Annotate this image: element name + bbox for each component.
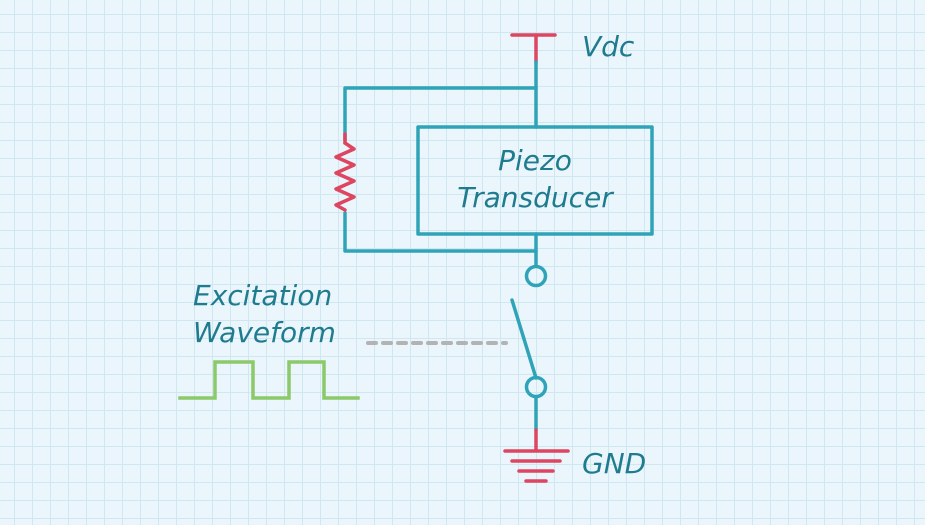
square-wave-icon bbox=[178, 360, 360, 400]
parallel-branch-bottom-wire bbox=[343, 211, 538, 253]
transducer-label-line2: Transducer bbox=[457, 181, 614, 214]
parallel-branch-top-wire bbox=[343, 86, 538, 142]
ground-symbol-icon bbox=[503, 428, 570, 483]
excitation-label-line2: Waveform bbox=[193, 316, 336, 349]
gnd-label: GND bbox=[582, 447, 646, 480]
switch-icon bbox=[510, 264, 548, 399]
vdc-label: Vdc bbox=[582, 30, 635, 63]
transducer-label-line1: Piezo bbox=[498, 144, 572, 177]
excitation-label-line1: Excitation bbox=[193, 279, 332, 312]
vdc-supply-icon bbox=[510, 33, 557, 64]
resistor-icon bbox=[334, 132, 356, 212]
